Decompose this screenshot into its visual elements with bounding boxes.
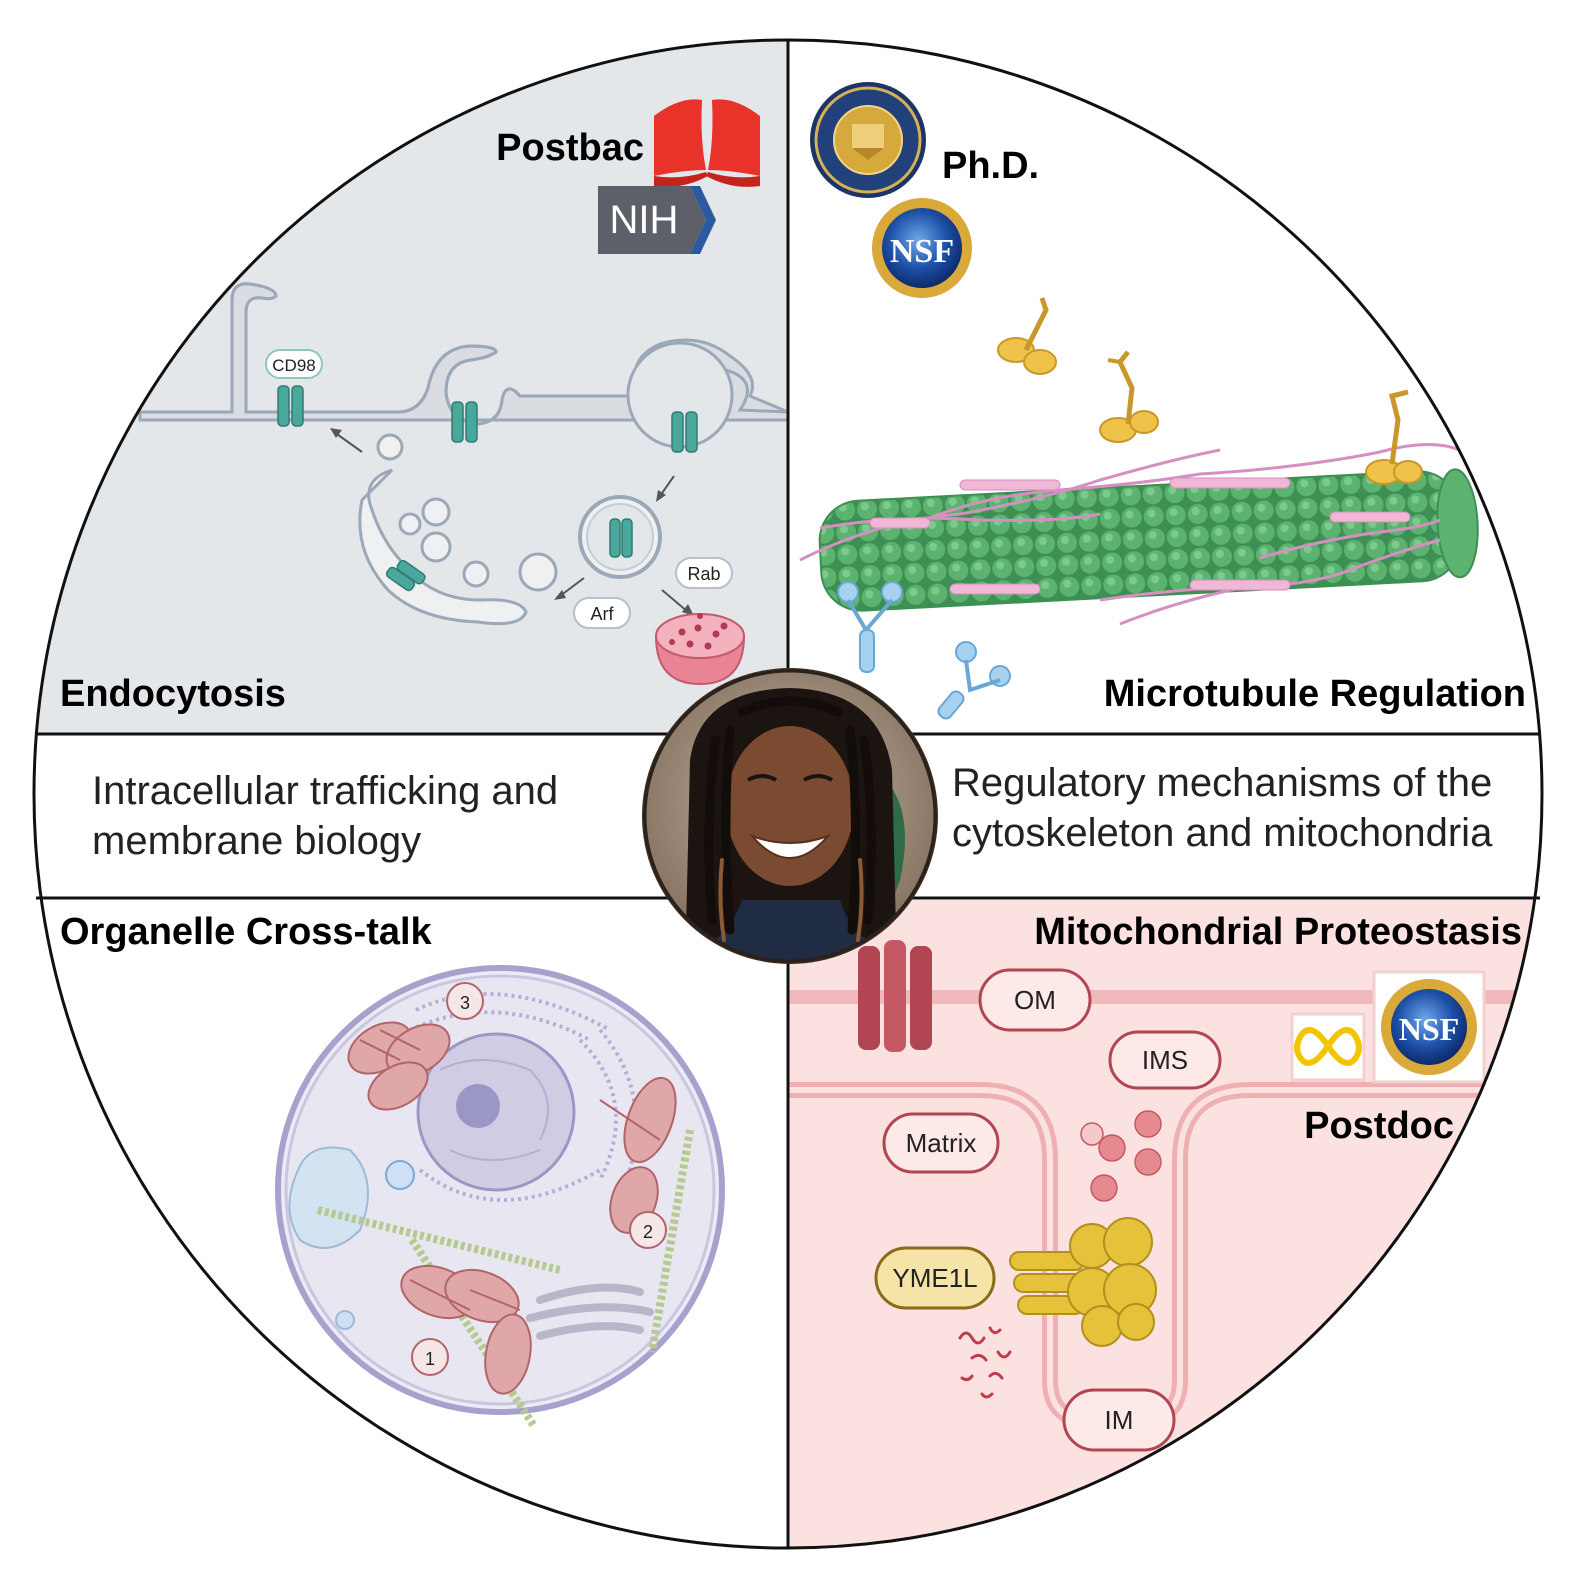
matrix-label: Matrix <box>906 1128 977 1158</box>
right-description-line1: Regulatory mechanisms of the <box>952 761 1492 805</box>
rab-label: Rab <box>687 564 720 584</box>
right-description-line2: cytoskeleton and mitochondria <box>952 811 1493 855</box>
endocytosis-title: Endocytosis <box>60 673 286 715</box>
marker-3: 3 <box>460 993 470 1013</box>
organelle-cross-talk-title: Organelle Cross-talk <box>60 911 433 953</box>
cd98-label: CD98 <box>272 356 315 375</box>
portrait-photo <box>642 668 938 964</box>
ph-d-seal-logo <box>810 82 926 198</box>
postbac-logo-mark <box>654 99 760 187</box>
outer-circle <box>32 38 1544 1550</box>
nih-logo-text: NIH <box>610 198 679 242</box>
infinity-logo <box>1290 1012 1366 1082</box>
marker-1: 1 <box>425 1349 435 1369</box>
postbac-label: Postbac <box>496 127 644 169</box>
microtubule-illustration <box>799 297 1479 720</box>
im-label: IM <box>1105 1405 1134 1435</box>
yme1l-label: YME1L <box>892 1263 977 1293</box>
phd-label: Ph.D. <box>942 145 1039 187</box>
nsf-logo-postdoc: NSF <box>1372 970 1486 1084</box>
mitochondrial-proteostasis-title: Mitochondrial Proteostasis <box>1034 911 1522 953</box>
microtubule-regulation-title: Microtubule Regulation <box>1104 673 1526 715</box>
ims-label: IMS <box>1142 1045 1188 1075</box>
nsf-postdoc-logo-text: NSF <box>1399 1011 1459 1047</box>
nsf-logo-text: NSF <box>890 233 954 270</box>
arf-label: Arf <box>590 604 614 624</box>
left-description-line1: Intracellular trafficking and <box>92 769 558 813</box>
om-label: OM <box>1014 985 1056 1015</box>
endocytosis-illustration: CD98 Rab Arf <box>138 282 790 686</box>
left-description-line2: membrane biology <box>92 819 421 863</box>
organelle-illustration: 3 2 1 <box>275 965 725 1429</box>
nsf-logo: NSF <box>872 198 972 298</box>
marker-2: 2 <box>643 1222 653 1242</box>
proteostasis-illustration: OM IMS Matrix YME1L IM <box>788 940 1542 1452</box>
nih-logo: NIH <box>598 186 716 254</box>
postdoc-label: Postdoc <box>1304 1105 1454 1147</box>
